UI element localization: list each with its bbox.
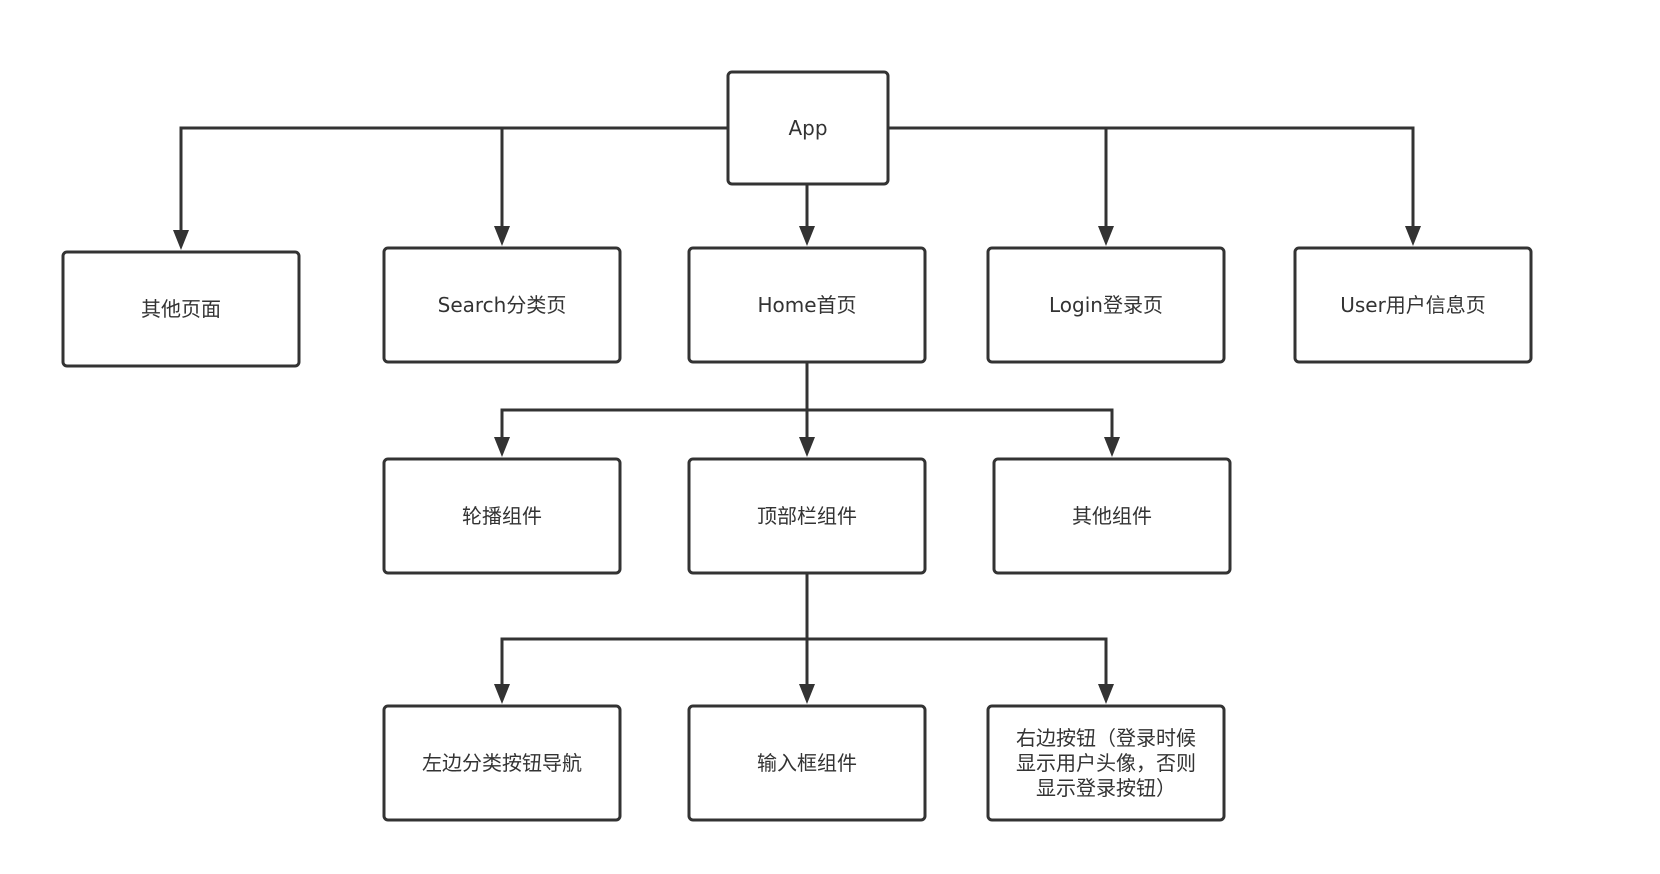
arrow-head-icon: [494, 226, 510, 246]
node-label: 轮播组件: [462, 504, 542, 528]
connector-line: [500, 362, 809, 439]
edge-app-to-home: [799, 184, 815, 246]
node-box: [382, 246, 622, 364]
node-box: [1293, 246, 1533, 364]
node-carousel: 轮播组件: [382, 457, 622, 575]
node-box: [986, 246, 1226, 364]
arrow-head-icon: [799, 437, 815, 457]
node-box: [687, 246, 927, 364]
arrow-head-icon: [494, 684, 510, 704]
edge-home-to-other_components: [805, 362, 1120, 457]
node-box: [726, 70, 890, 186]
edge-app-to-login: [888, 126, 1114, 246]
connector-line: [500, 126, 728, 228]
arrow-head-icon: [1405, 226, 1421, 246]
node-app: App: [726, 70, 890, 186]
node-left-nav: 左边分类按钮导航: [382, 704, 622, 822]
node-box: [61, 250, 301, 368]
edge-app-to-other_pages: [173, 126, 728, 250]
node-topbar: 顶部栏组件: [687, 457, 927, 575]
node-login: Login登录页: [986, 246, 1226, 364]
node-label: Search分类页: [438, 293, 567, 317]
node-label: 其他组件: [1072, 504, 1152, 528]
node-box: [382, 457, 622, 575]
node-box: [986, 704, 1226, 822]
edge-app-to-search: [494, 126, 728, 246]
connector-line: [179, 126, 728, 232]
edge-topbar-to-left_nav: [494, 573, 809, 704]
node-label: 显示登录按钮）: [1036, 776, 1176, 800]
connector-line: [500, 573, 809, 686]
connector-line: [805, 573, 1108, 686]
edges-layer: [173, 126, 1421, 704]
edge-app-to-user: [888, 126, 1421, 246]
arrow-head-icon: [799, 684, 815, 704]
connector-line: [888, 126, 1415, 228]
node-other-pages: 其他页面: [61, 250, 301, 368]
arrow-head-icon: [1104, 437, 1120, 457]
arrow-head-icon: [799, 226, 815, 246]
node-label: 左边分类按钮导航: [422, 751, 582, 775]
arrow-head-icon: [173, 230, 189, 250]
node-label: Login登录页: [1049, 293, 1163, 317]
node-box: [382, 704, 622, 822]
node-label: App: [788, 116, 827, 140]
node-input-box: 输入框组件: [687, 704, 927, 822]
node-box: [992, 457, 1232, 575]
arrow-head-icon: [1098, 226, 1114, 246]
connector-line: [805, 362, 1114, 439]
node-label: 顶部栏组件: [757, 504, 857, 528]
connector-line: [888, 126, 1108, 228]
node-box: [687, 457, 927, 575]
nodes-layer: App 其他页面 Search分类页 Home首页 Login登录页 User用户信息页轮…: [61, 70, 1533, 822]
edge-topbar-to-right_button: [805, 573, 1114, 704]
node-user: User用户信息页: [1293, 246, 1533, 364]
node-label: Home首页: [757, 293, 856, 317]
node-label: User用户信息页: [1340, 293, 1486, 317]
node-label: 右边按钮（登录时候: [1016, 726, 1196, 750]
node-other-components: 其他组件: [992, 457, 1232, 575]
arrow-head-icon: [1098, 684, 1114, 704]
node-home: Home首页: [687, 246, 927, 364]
arrow-head-icon: [494, 437, 510, 457]
node-label: 显示用户头像，否则: [1016, 751, 1196, 775]
node-label: 其他页面: [141, 297, 221, 321]
edge-home-to-carousel: [494, 362, 809, 457]
node-search: Search分类页: [382, 246, 622, 364]
node-label: 输入框组件: [757, 751, 857, 775]
node-box: [687, 704, 927, 822]
